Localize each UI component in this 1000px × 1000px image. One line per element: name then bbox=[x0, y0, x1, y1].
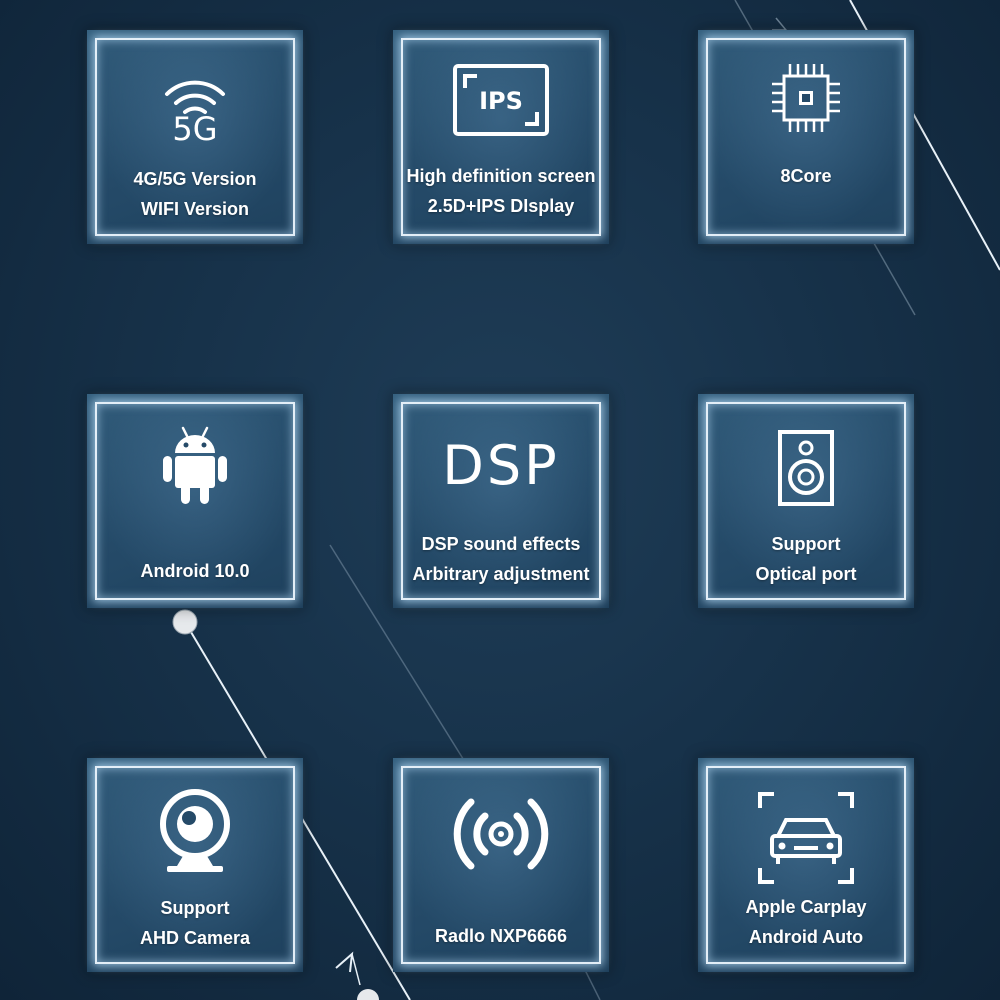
car-scan-icon bbox=[698, 790, 914, 886]
tile-frame bbox=[95, 38, 295, 236]
caption-line: Support bbox=[771, 534, 841, 554]
feature-tile-optical: Support Optical port bbox=[698, 394, 914, 608]
caption-line: Support bbox=[160, 898, 230, 918]
tile-caption: Support AHD Camera bbox=[87, 893, 303, 953]
webcam-icon bbox=[87, 786, 303, 876]
caption-line: Radlo NXP6666 bbox=[434, 926, 568, 946]
feature-tile-android: Android 10.0 bbox=[87, 394, 303, 608]
tile-caption: High definition screen 2.5D+IPS DIsplay bbox=[393, 161, 609, 221]
tile-caption: Android 10.0 bbox=[87, 556, 303, 586]
chip-icon bbox=[698, 58, 914, 138]
dsp-icon: DSP bbox=[393, 436, 609, 496]
ips-icon-label: IPS bbox=[479, 87, 523, 115]
caption-line: 8Core bbox=[780, 166, 832, 186]
caption-line: 2.5D+IPS DIsplay bbox=[427, 196, 575, 216]
tile-frame bbox=[401, 38, 601, 236]
feature-tile-carplay: Apple Carplay Android Auto bbox=[698, 758, 914, 972]
feature-tile-dsp: DSP DSP sound effects Arbitrary adjustme… bbox=[393, 394, 609, 608]
caption-line: Android Auto bbox=[748, 927, 864, 947]
feature-tile-camera: Support AHD Camera bbox=[87, 758, 303, 972]
dsp-icon-label: DSP bbox=[442, 434, 560, 497]
feature-tile-5g: 5G 4G/5G Version WIFI Version bbox=[87, 30, 303, 244]
tile-frame bbox=[401, 402, 601, 600]
tile-caption: DSP sound effects Arbitrary adjustment bbox=[393, 529, 609, 589]
android-icon bbox=[87, 424, 303, 508]
caption-line: AHD Camera bbox=[139, 928, 251, 948]
ips-screen-icon: IPS bbox=[393, 62, 609, 138]
tile-frame bbox=[706, 766, 906, 964]
caption-line: 4G/5G Version bbox=[133, 169, 257, 189]
caption-line: Optical port bbox=[755, 564, 857, 584]
caption-line: Apple Carplay bbox=[745, 897, 867, 917]
caption-line: Arbitrary adjustment bbox=[412, 564, 590, 584]
tile-caption: 4G/5G Version WIFI Version bbox=[87, 164, 303, 224]
feature-tile-8core: 8Core bbox=[698, 30, 914, 244]
speaker-icon bbox=[698, 428, 914, 508]
tile-frame bbox=[706, 402, 906, 600]
feature-tile-radio: Radlo NXP6666 bbox=[393, 758, 609, 972]
radio-signal-icon bbox=[393, 794, 609, 874]
tile-caption: Support Optical port bbox=[698, 529, 914, 589]
5g-signal-icon: 5G bbox=[87, 64, 303, 144]
caption-line: Android 10.0 bbox=[140, 561, 250, 581]
tile-frame bbox=[401, 766, 601, 964]
tile-caption: 8Core bbox=[698, 161, 914, 191]
caption-line: WIFI Version bbox=[140, 199, 250, 219]
caption-line: High definition screen bbox=[406, 166, 596, 186]
caption-line: DSP sound effects bbox=[421, 534, 581, 554]
tile-caption: Radlo NXP6666 bbox=[393, 921, 609, 951]
5g-icon-label: 5G bbox=[172, 110, 217, 144]
feature-tile-ips: IPS High definition screen 2.5D+IPS DIsp… bbox=[393, 30, 609, 244]
tile-caption: Apple Carplay Android Auto bbox=[698, 892, 914, 952]
